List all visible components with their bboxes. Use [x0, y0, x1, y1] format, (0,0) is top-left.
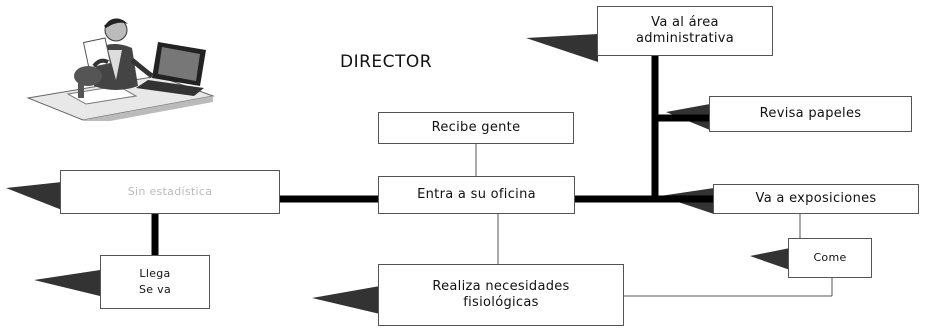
- node-realiza-necesidades: Realiza necesidades fisiológicas: [378, 264, 624, 326]
- shadow-wedge: [526, 34, 598, 62]
- shadow-wedge: [6, 182, 62, 210]
- shadow-wedge: [34, 270, 100, 296]
- person-at-desk-icon: [26, 18, 215, 121]
- node-entra-oficina: Entra a su oficina: [378, 176, 575, 214]
- node-sin-estadistica: Sin estadística: [60, 170, 280, 214]
- page-title: DIRECTOR: [340, 52, 433, 72]
- shadow-wedge: [312, 286, 380, 314]
- node-llega-se-va: Llega Se va: [100, 255, 210, 309]
- shadow-wedge: [750, 248, 790, 270]
- node-recibe-gente: Recibe gente: [378, 112, 574, 144]
- node-va-exposiciones: Va a exposiciones: [713, 184, 919, 214]
- node-va-area-administrativa: Va al área administrativa: [597, 6, 773, 56]
- node-come: Come: [788, 238, 872, 278]
- node-revisa-papeles: Revisa papeles: [709, 96, 912, 132]
